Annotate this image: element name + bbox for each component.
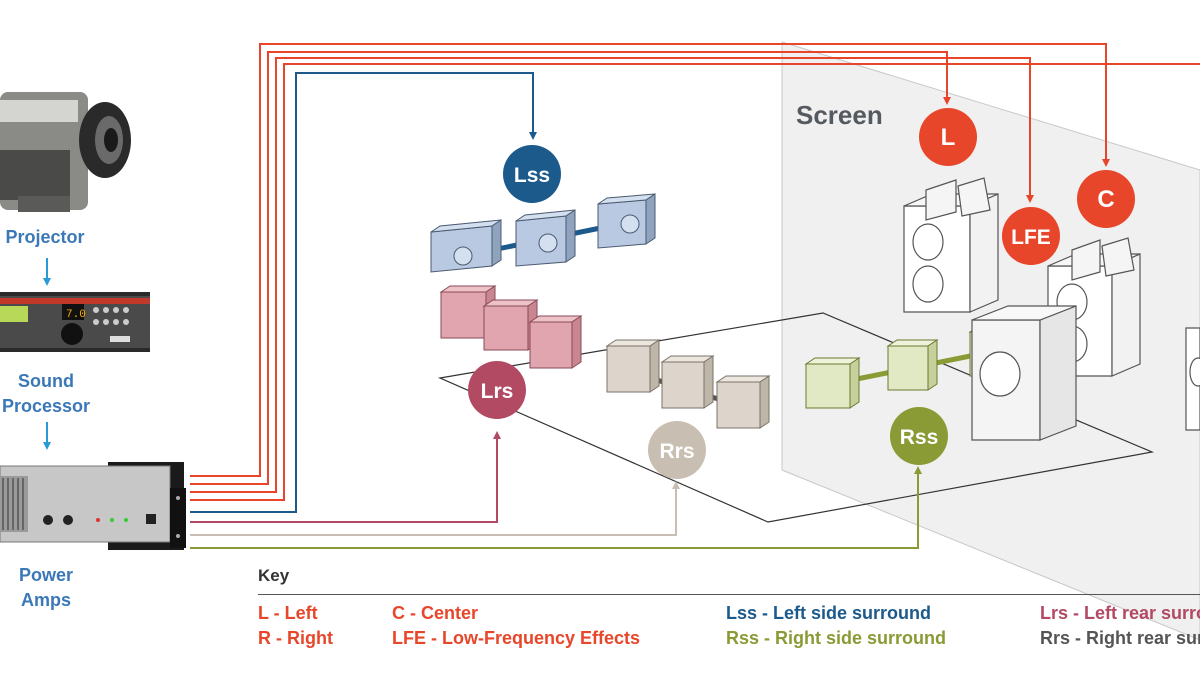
key-title: Key bbox=[258, 566, 290, 585]
badge-lrs: Lrs bbox=[468, 361, 526, 419]
wire-r bbox=[190, 63, 1200, 501]
badge-circle-lss bbox=[503, 145, 561, 203]
badge-circle-c bbox=[1077, 170, 1135, 228]
wire-lrs bbox=[190, 431, 501, 523]
badge-l: L bbox=[919, 108, 977, 166]
badge-label-rss: Rss bbox=[900, 426, 939, 449]
wire-group-front bbox=[190, 43, 1200, 501]
wire-c bbox=[190, 43, 1110, 477]
screen-label: Screen bbox=[796, 100, 883, 130]
key-item-lfe: LFE - Low-Frequency Effects bbox=[392, 628, 641, 648]
sound-processor-label-line1: Sound bbox=[18, 371, 74, 391]
wire-rrs bbox=[190, 481, 680, 536]
wire-rss bbox=[190, 466, 922, 549]
front-speakers bbox=[903, 177, 1200, 441]
badge-lfe: LFE bbox=[1002, 207, 1060, 265]
badge-label-lss: Lss bbox=[514, 164, 550, 187]
badge-c: C bbox=[1077, 170, 1135, 228]
power-amps-image bbox=[0, 462, 186, 550]
wire-lfe bbox=[190, 57, 1034, 493]
badge-label-rrs: Rrs bbox=[659, 440, 694, 463]
badge-circle-rrs bbox=[648, 421, 706, 479]
badge-rrs: Rrs bbox=[648, 421, 706, 479]
badge-rss: Rss bbox=[890, 407, 948, 465]
badge-label-lrs: Lrs bbox=[481, 380, 514, 403]
sound-processor-label: Sound Processor bbox=[0, 369, 102, 419]
badge-circle-lrs bbox=[468, 361, 526, 419]
sound-processor-label-line2: Processor bbox=[1, 396, 91, 416]
badge-label-c: C bbox=[1097, 186, 1114, 213]
key-item-center: C - Center bbox=[392, 603, 479, 623]
key-item-lss: Lss - Left side surround bbox=[726, 603, 932, 623]
projector-image bbox=[0, 92, 131, 212]
power-amps-label-line1: Power bbox=[18, 565, 74, 585]
key-item-left: L - Left bbox=[258, 603, 318, 623]
key-item-rrs: Rrs - Right rear surround bbox=[1040, 628, 1200, 648]
key-divider bbox=[258, 594, 1200, 595]
badge-label-lfe: LFE bbox=[1011, 226, 1051, 249]
projector-label: Projector bbox=[5, 227, 85, 247]
speaker-array-rrs bbox=[605, 339, 771, 429]
power-amps-label-line2: Amps bbox=[20, 590, 71, 610]
power-amps-label: Power Amps bbox=[0, 563, 98, 613]
key-item-lrs: Lrs - Left rear surround bbox=[1040, 603, 1200, 623]
badge-lss: Lss bbox=[503, 145, 561, 203]
badge-circle-lfe bbox=[1002, 207, 1060, 265]
speaker-array-lss bbox=[430, 193, 656, 273]
wire-l bbox=[190, 51, 951, 485]
badge-label-l: L bbox=[941, 124, 956, 151]
badge-circle-l bbox=[919, 108, 977, 166]
speaker-array-lrs bbox=[439, 285, 583, 369]
sound-processor-image: 7.0 bbox=[0, 292, 150, 352]
floor-plane bbox=[437, 312, 1155, 523]
badge-circle-rss bbox=[890, 407, 948, 465]
key-item-right: R - Right bbox=[258, 628, 333, 648]
processor-display: 7.0 bbox=[66, 309, 86, 321]
key-item-rss: Rss - Right side surround bbox=[726, 628, 947, 648]
wire-lss bbox=[190, 72, 537, 513]
